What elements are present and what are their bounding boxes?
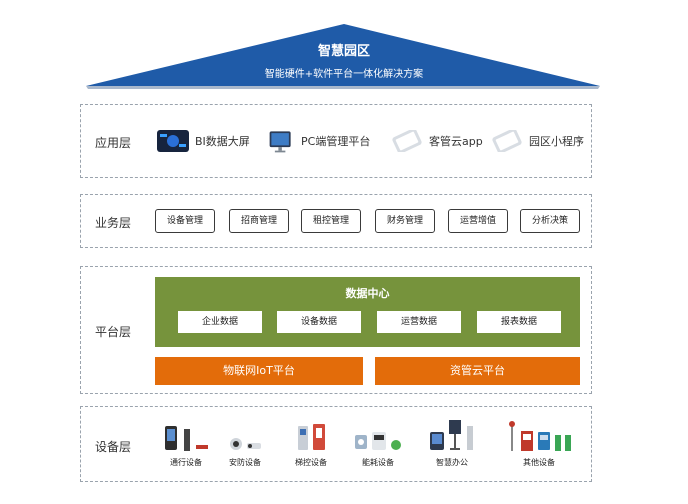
- face-terminal-icon: [164, 425, 178, 451]
- app-item-label: 客管云app: [429, 133, 483, 149]
- water-meter-icon: [354, 433, 368, 451]
- biz-item-investment-mgmt: 招商管理: [229, 209, 289, 233]
- platform-layer: 平台层 数据中心 企业数据 设备数据 运营数据 报表数据 物联网IoT平台 资管…: [80, 266, 592, 394]
- app-layer-label: 应用层: [95, 134, 131, 151]
- device-label: 能耗设备: [347, 457, 409, 468]
- display-icon: [465, 425, 475, 451]
- bi-screen-icon: [157, 130, 189, 152]
- data-item-device: 设备数据: [277, 311, 361, 333]
- device-group-other: 其他设备: [493, 413, 585, 483]
- data-item-enterprise: 企业数据: [178, 311, 262, 333]
- reader-icon: [196, 443, 208, 451]
- biz-item-finance-mgmt: 财务管理: [375, 209, 435, 233]
- barrier-icon: [554, 429, 572, 451]
- device-group-energy: 能耗设备: [347, 413, 409, 483]
- electric-meter-icon: [371, 431, 387, 451]
- elevator-panel-icon: [312, 423, 326, 451]
- bullet-camera-icon: [247, 441, 263, 451]
- pole-icon: [507, 421, 517, 451]
- elevator-controller-icon: [297, 425, 309, 451]
- dome-camera-icon: [228, 435, 244, 451]
- roof-subtitle: 智能硬件+软件平台一体化解决方案: [0, 65, 688, 80]
- biz-item-operation: 运营增值: [448, 209, 508, 233]
- iot-platform-bar: 物联网IoT平台: [155, 357, 363, 385]
- data-center-block: 数据中心 企业数据 设备数据 运营数据 报表数据: [155, 277, 580, 347]
- device-layer: 设备层 通行设备 安防设备: [80, 406, 592, 482]
- monitor-icon: [267, 127, 295, 155]
- gate-icon: [181, 427, 193, 451]
- app-item-app: 客管云app: [391, 105, 483, 177]
- app-item-label: 园区小程序: [529, 133, 584, 149]
- biz-item-lease-mgmt: 租控管理: [301, 209, 361, 233]
- asset-cloud-bar: 资管云平台: [375, 357, 580, 385]
- data-center-title: 数据中心: [155, 285, 580, 301]
- phone-icon: [491, 130, 523, 152]
- app-layer: 应用层 BI数据大屏 PC端管理平台 客管云app 园区小程序: [80, 104, 592, 178]
- app-item-label: BI数据大屏: [195, 133, 250, 149]
- parking-device-icon: [520, 425, 534, 451]
- device-label: 通行设备: [153, 457, 219, 468]
- device-group-office: 智慧办公: [419, 413, 485, 483]
- app-item-pc-platform: PC端管理平台: [267, 105, 370, 177]
- kiosk-icon: [448, 419, 462, 451]
- platform-layer-label: 平台层: [95, 323, 131, 340]
- device-group-elevator: 梯控设备: [281, 413, 341, 483]
- device-label: 智慧办公: [419, 457, 485, 468]
- biz-item-device-mgmt: 设备管理: [155, 209, 215, 233]
- app-item-label: PC端管理平台: [301, 133, 370, 149]
- charger-icon: [537, 431, 551, 451]
- device-label: 梯控设备: [281, 457, 341, 468]
- device-label: 安防设备: [219, 457, 271, 468]
- sensor-icon: [390, 439, 402, 451]
- phone-icon: [391, 130, 423, 152]
- device-group-access: 通行设备: [153, 413, 219, 483]
- app-item-bi-screen: BI数据大屏: [157, 105, 250, 177]
- business-layer: 业务层 设备管理 招商管理 租控管理 财务管理 运营增值 分析决策: [80, 194, 592, 248]
- data-item-report: 报表数据: [477, 311, 561, 333]
- device-group-security: 安防设备: [219, 413, 271, 483]
- roof-title: 智慧园区: [0, 40, 688, 59]
- data-item-operation: 运营数据: [377, 311, 461, 333]
- device-label: 其他设备: [493, 457, 585, 468]
- app-item-miniprogram: 园区小程序: [491, 105, 584, 177]
- device-layer-label: 设备层: [95, 438, 131, 455]
- screen-terminal-icon: [429, 431, 445, 451]
- biz-item-analysis: 分析决策: [520, 209, 580, 233]
- business-layer-label: 业务层: [95, 214, 131, 231]
